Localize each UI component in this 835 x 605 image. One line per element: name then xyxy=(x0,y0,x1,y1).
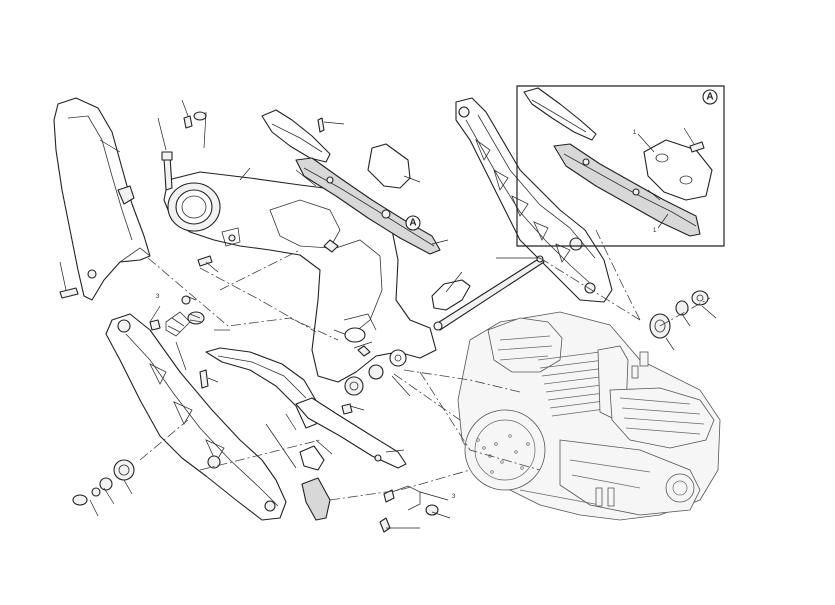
chain-slider xyxy=(295,157,441,255)
inset-callout-a-label: A xyxy=(706,92,713,103)
rear-subframe xyxy=(455,97,613,303)
engine-block xyxy=(457,311,721,521)
detail-inset-a: A 1 1 xyxy=(516,85,725,247)
guide-block xyxy=(301,477,331,521)
assembly-axis-lines xyxy=(139,229,711,501)
leader-num-stand: 3 xyxy=(156,294,160,300)
clutch-cover xyxy=(464,409,546,491)
inset-leader-num-1: 1 xyxy=(633,130,637,136)
swingarm-spindle xyxy=(433,255,545,331)
inset-chain-slider xyxy=(553,143,701,237)
lower-chain-guard xyxy=(205,347,319,429)
inset-cover-block xyxy=(643,139,713,201)
callout-a-marker[interactable]: A xyxy=(405,215,421,231)
callout-a-label: A xyxy=(409,218,416,229)
footrest-bracket xyxy=(105,313,287,521)
spindle-bushings xyxy=(649,290,709,339)
inset-chain-guard xyxy=(523,87,597,141)
inset-callout-a-marker[interactable]: A xyxy=(702,89,718,105)
guide-clip xyxy=(299,445,325,471)
chain-guard-upper xyxy=(261,109,331,163)
engine-studs xyxy=(595,351,649,507)
chain-protector-plate xyxy=(295,397,407,469)
leader-num-lower: 3 xyxy=(452,494,456,500)
rear-hugger xyxy=(53,97,151,301)
inset-leader-num-2: 1 xyxy=(653,228,657,234)
cover-plate-small xyxy=(431,279,471,311)
stand-spring-assembly xyxy=(149,295,205,337)
leader-lines xyxy=(59,99,717,529)
swingarm xyxy=(163,171,437,396)
adhesive-pad xyxy=(367,143,411,189)
